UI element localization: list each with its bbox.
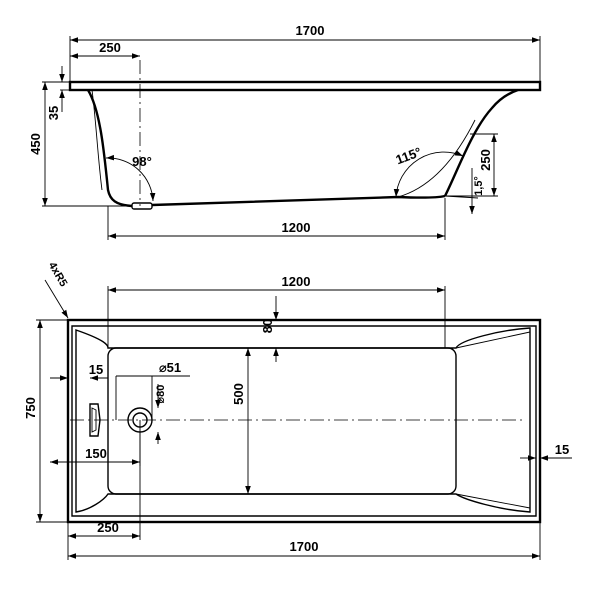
label-35: 35	[46, 106, 61, 120]
slope-line	[444, 195, 479, 199]
label-450: 450	[28, 133, 43, 155]
plan-edge	[455, 493, 531, 509]
label-1700-top: 1700	[296, 23, 325, 38]
top-view: 4xR5 1200 80 500 750 15 ⌀51 ⌀80	[23, 260, 572, 560]
plan-outer-rim	[66, 318, 542, 524]
side-rim	[68, 80, 542, 92]
label-80: 80	[260, 319, 275, 333]
label-500: 500	[231, 383, 246, 405]
plan-edge	[455, 331, 531, 349]
side-drain	[131, 202, 153, 210]
label-dia-51: ⌀51	[159, 360, 181, 375]
angle-115-arc	[393, 150, 464, 198]
label-1700-bottom: 1700	[290, 539, 319, 554]
label-slope: 1,5°	[473, 176, 485, 196]
label-115: 115°	[394, 144, 424, 167]
label-1200-side: 1200	[282, 220, 311, 235]
plan-overflow-inner	[91, 407, 97, 433]
label-15-left: 15	[89, 362, 103, 377]
label-250-right: 250	[478, 149, 493, 171]
label-250-bottom: 250	[97, 520, 119, 535]
label-250-top: 250	[99, 40, 121, 55]
label-750: 750	[23, 397, 38, 419]
label-15-right: 15	[555, 442, 569, 457]
label-dia-80: ⌀80	[155, 385, 167, 404]
side-view: 1700 250 450 35 98° 115° 250 1,5° 1	[28, 23, 542, 240]
side-left-inner	[91, 89, 103, 191]
label-98: 98°	[132, 154, 152, 169]
plan-overflow	[89, 403, 101, 437]
leader-radius	[44, 279, 69, 319]
plan-floor	[107, 347, 457, 495]
side-left-wall	[86, 89, 133, 208]
side-bottom	[151, 194, 446, 207]
label-150: 150	[85, 446, 107, 461]
angle-98-arc	[105, 154, 156, 202]
label-1200-plan: 1200	[282, 274, 311, 289]
plan-inner-rim	[71, 325, 537, 517]
label-radius: 4xR5	[46, 260, 70, 289]
